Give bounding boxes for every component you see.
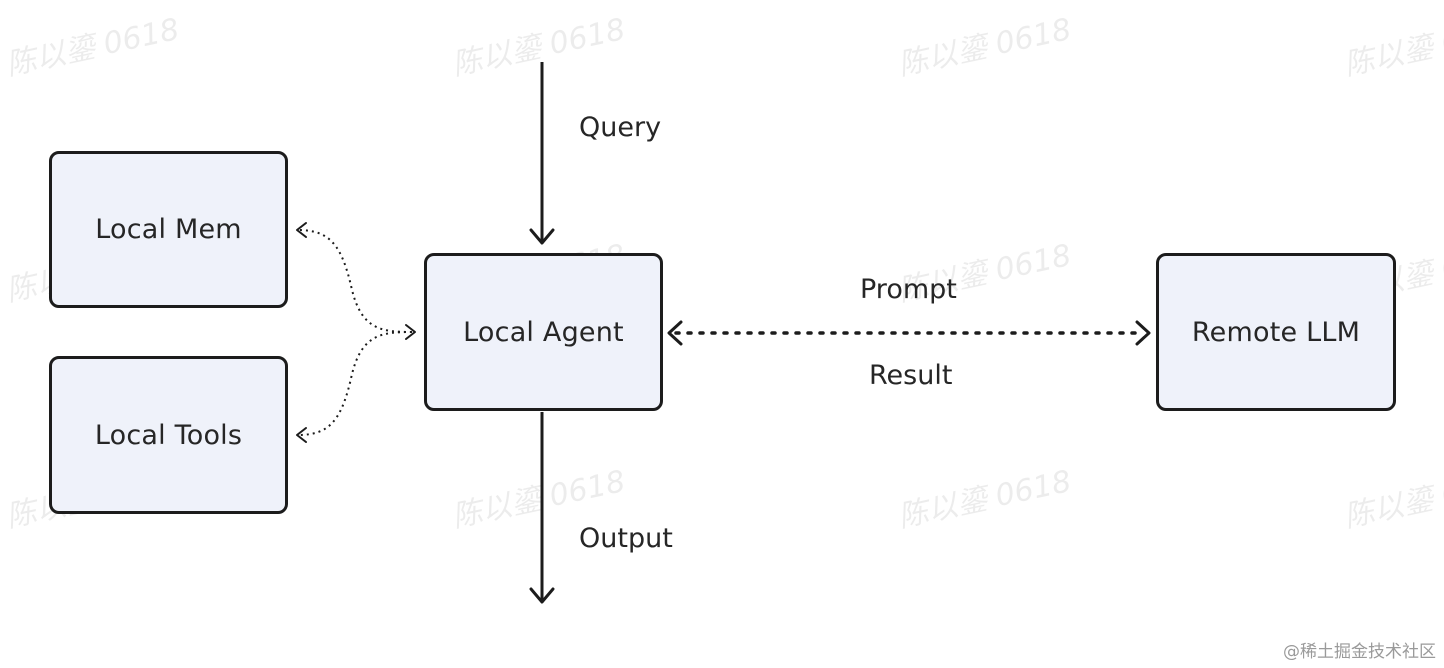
remote-llm-node: Remote LLM [1156,253,1396,411]
agent-to-mem-arrow [296,222,413,333]
query-label: Query [579,112,662,143]
agent-input-arrowhead [405,324,416,340]
query-arrow [529,62,555,245]
local-agent-label: Local Agent [463,316,624,348]
agent-to-tools-arrow [296,331,413,443]
output-arrow [529,412,555,604]
local-tools-label: Local Tools [94,419,243,451]
output-label: Output [579,523,673,554]
local-mem-label: Local Mem [95,214,242,245]
prompt-label: Prompt [860,274,957,305]
site-credit: @稀土掘金技术社区 [1283,642,1436,662]
local-tools-node: Local Tools [49,356,288,514]
prompt-result-arrow [667,320,1151,346]
remote-llm-label: Remote LLM [1191,316,1361,348]
local-mem-node: Local Mem [49,151,288,308]
local-agent-node: Local Agent [424,253,663,411]
result-label: Result [869,360,953,391]
